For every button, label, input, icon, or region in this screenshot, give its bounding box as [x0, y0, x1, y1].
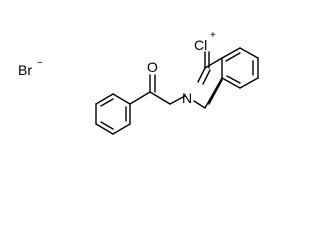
molecule-diagram: Br − O: [18, 30, 259, 135]
oxygen-label: O: [147, 59, 158, 75]
chlorine-charge: +: [210, 30, 216, 41]
acyl-linker: O: [129, 59, 186, 105]
nitrogen-label: N: [182, 90, 192, 106]
phenyl-ring: [95, 93, 131, 135]
bromide-charge: −: [37, 58, 43, 69]
bromide-ion: Br −: [18, 58, 43, 78]
chlorine-label: Cl: [194, 37, 207, 53]
bromine-label: Br: [18, 62, 32, 78]
isoquinolinium-ring: N Cl +: [182, 30, 259, 109]
